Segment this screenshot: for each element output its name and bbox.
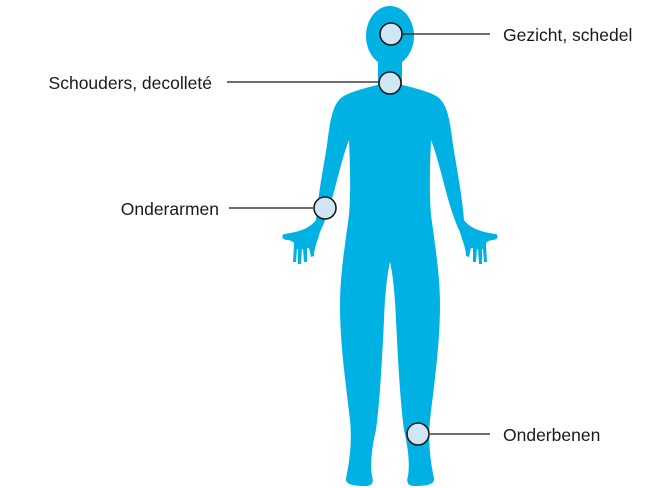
marker-shoulders-circle-icon	[379, 72, 401, 94]
marker-face-circle-icon	[380, 23, 402, 45]
marker-forearms-circle-icon	[314, 197, 336, 219]
label-lower-legs: Onderbenen	[503, 425, 600, 445]
label-face-scalp: Gezicht, schedel	[503, 25, 632, 45]
label-shoulders: Schouders, decolleté	[49, 73, 212, 93]
label-forearms: Onderarmen	[121, 199, 219, 219]
marker-lower-legs-circle-icon	[407, 423, 429, 445]
